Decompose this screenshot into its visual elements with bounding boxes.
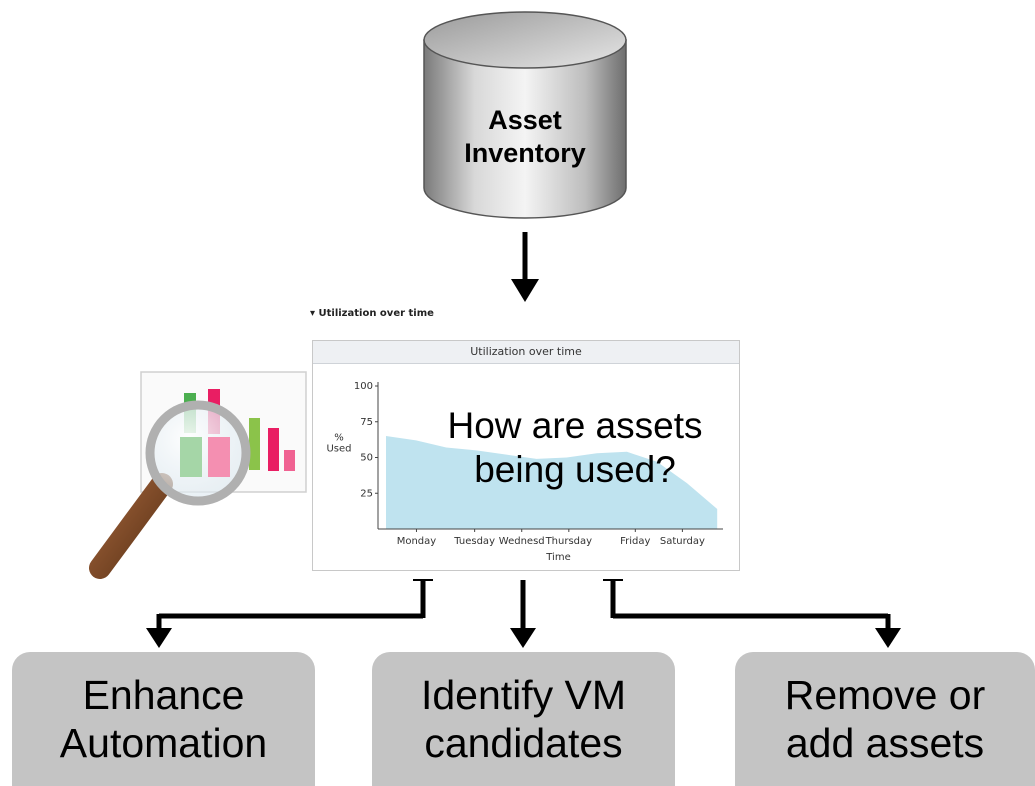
y-tick-label: 25 <box>360 488 373 499</box>
y-tick-label: 75 <box>360 417 373 428</box>
y-tick-label: 100 <box>354 381 373 392</box>
action-remove-or-add-assets: Remove or add assets <box>735 652 1035 786</box>
action-label-line2: candidates <box>424 720 623 766</box>
x-tick-label: Tuesday <box>453 536 495 547</box>
y-axis-label: Used <box>326 443 351 454</box>
x-axis-label: Time <box>545 552 570 563</box>
x-tick-label: Wednesd <box>499 536 545 547</box>
database-label-line2: Inventory <box>464 138 586 168</box>
x-tick-label: Saturday <box>660 536 705 547</box>
action-enhance-automation: Enhance Automation <box>12 652 315 786</box>
database-label-line1: Asset <box>488 105 562 135</box>
arrow-down-to-chart <box>511 232 539 302</box>
database-cylinder-icon <box>423 11 627 219</box>
action-label-line1: Remove or <box>784 672 986 718</box>
action-identify-vm-candidates: Identify VM candidates <box>372 652 675 786</box>
y-axis-label: % <box>334 432 344 443</box>
section-title[interactable]: ▾ Utilization over time <box>310 308 434 319</box>
magnifying-glass-chart-icon <box>89 371 307 579</box>
x-tick-label: Friday <box>620 536 650 547</box>
question-line2: being used? <box>474 449 676 490</box>
action-label-line1: Enhance <box>82 672 245 718</box>
connector-middle <box>510 580 536 648</box>
connector-right <box>603 579 901 648</box>
action-label-line2: Automation <box>59 720 268 766</box>
panel-title: Utilization over time <box>313 341 739 364</box>
connector-left <box>146 579 433 648</box>
action-label-line1: Identify VM <box>420 672 627 718</box>
database-label: Asset Inventory <box>440 104 610 170</box>
question-text: How are assets being used? <box>405 404 745 492</box>
question-line1: How are assets <box>447 405 703 446</box>
utilization-area <box>386 436 718 529</box>
x-tick-label: Monday <box>397 536 437 547</box>
action-label-line2: add assets <box>785 720 985 766</box>
x-tick-label: Thursday <box>545 536 593 547</box>
y-tick-label: 50 <box>360 453 373 464</box>
